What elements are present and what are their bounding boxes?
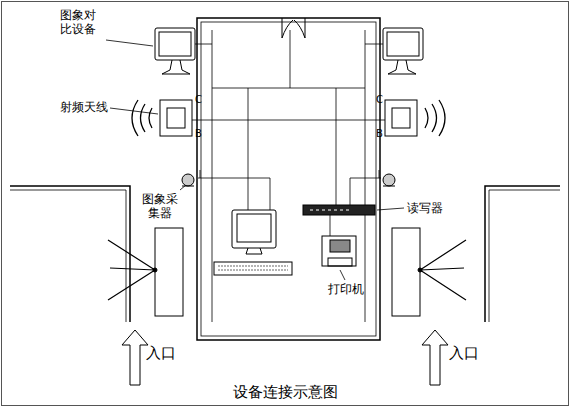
printer-label: 打印机 (328, 282, 364, 296)
entrance-label: 入口 (146, 344, 176, 362)
point-label: C (376, 94, 383, 106)
entrance-label: 入口 (449, 344, 479, 362)
antenna-label: 射频天线 (60, 100, 108, 114)
point-label: B (376, 128, 383, 140)
caption: 设备连接示意图 (233, 383, 338, 401)
camera-label: 图象采集器 (142, 192, 179, 221)
device-label: 图象对比设备 (60, 8, 97, 37)
point-label: B (195, 128, 202, 140)
point-label: C (195, 94, 202, 106)
reader-label: 读写器 (407, 201, 443, 215)
